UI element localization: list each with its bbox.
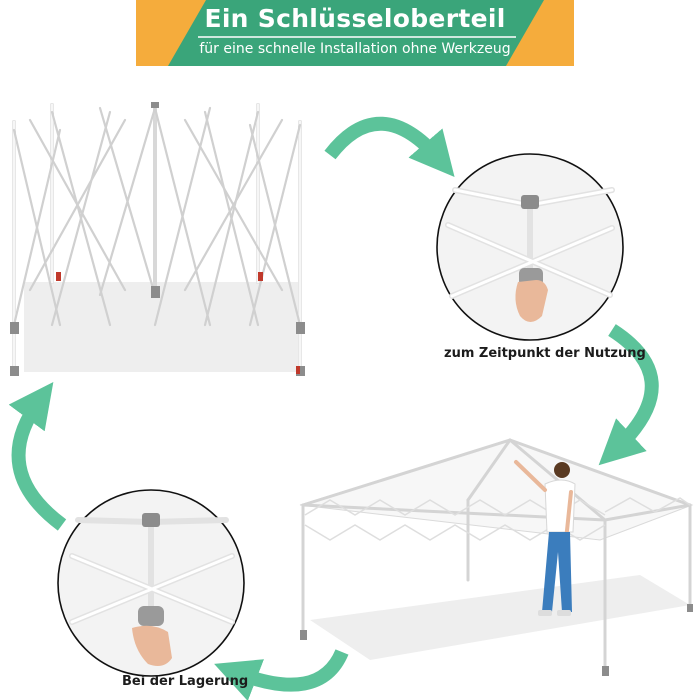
person-figure [514, 460, 576, 616]
banner-subtitle: für eine schnelle Installation ohne Werk… [199, 41, 511, 57]
header-banner: Ein Schlüsseloberteil für eine schnelle … [136, 0, 574, 66]
caption-storage: Bei der Lagerung [122, 674, 249, 689]
curved-arrow-icon [598, 324, 659, 466]
curved-arrow-icon [8, 382, 67, 531]
folded-frame-image [10, 102, 305, 376]
banner-background [136, 0, 574, 66]
curved-arrow-icon [324, 116, 455, 178]
caption-usage: zum Zeitpunkt der Nutzung [444, 346, 646, 361]
banner-title: Ein Schlüsseloberteil [204, 4, 506, 33]
storage-detail-circle [57, 489, 245, 677]
curved-arrow-icon [214, 648, 349, 700]
usage-detail-circle [436, 153, 624, 341]
canopy-frame-image [299, 438, 694, 676]
